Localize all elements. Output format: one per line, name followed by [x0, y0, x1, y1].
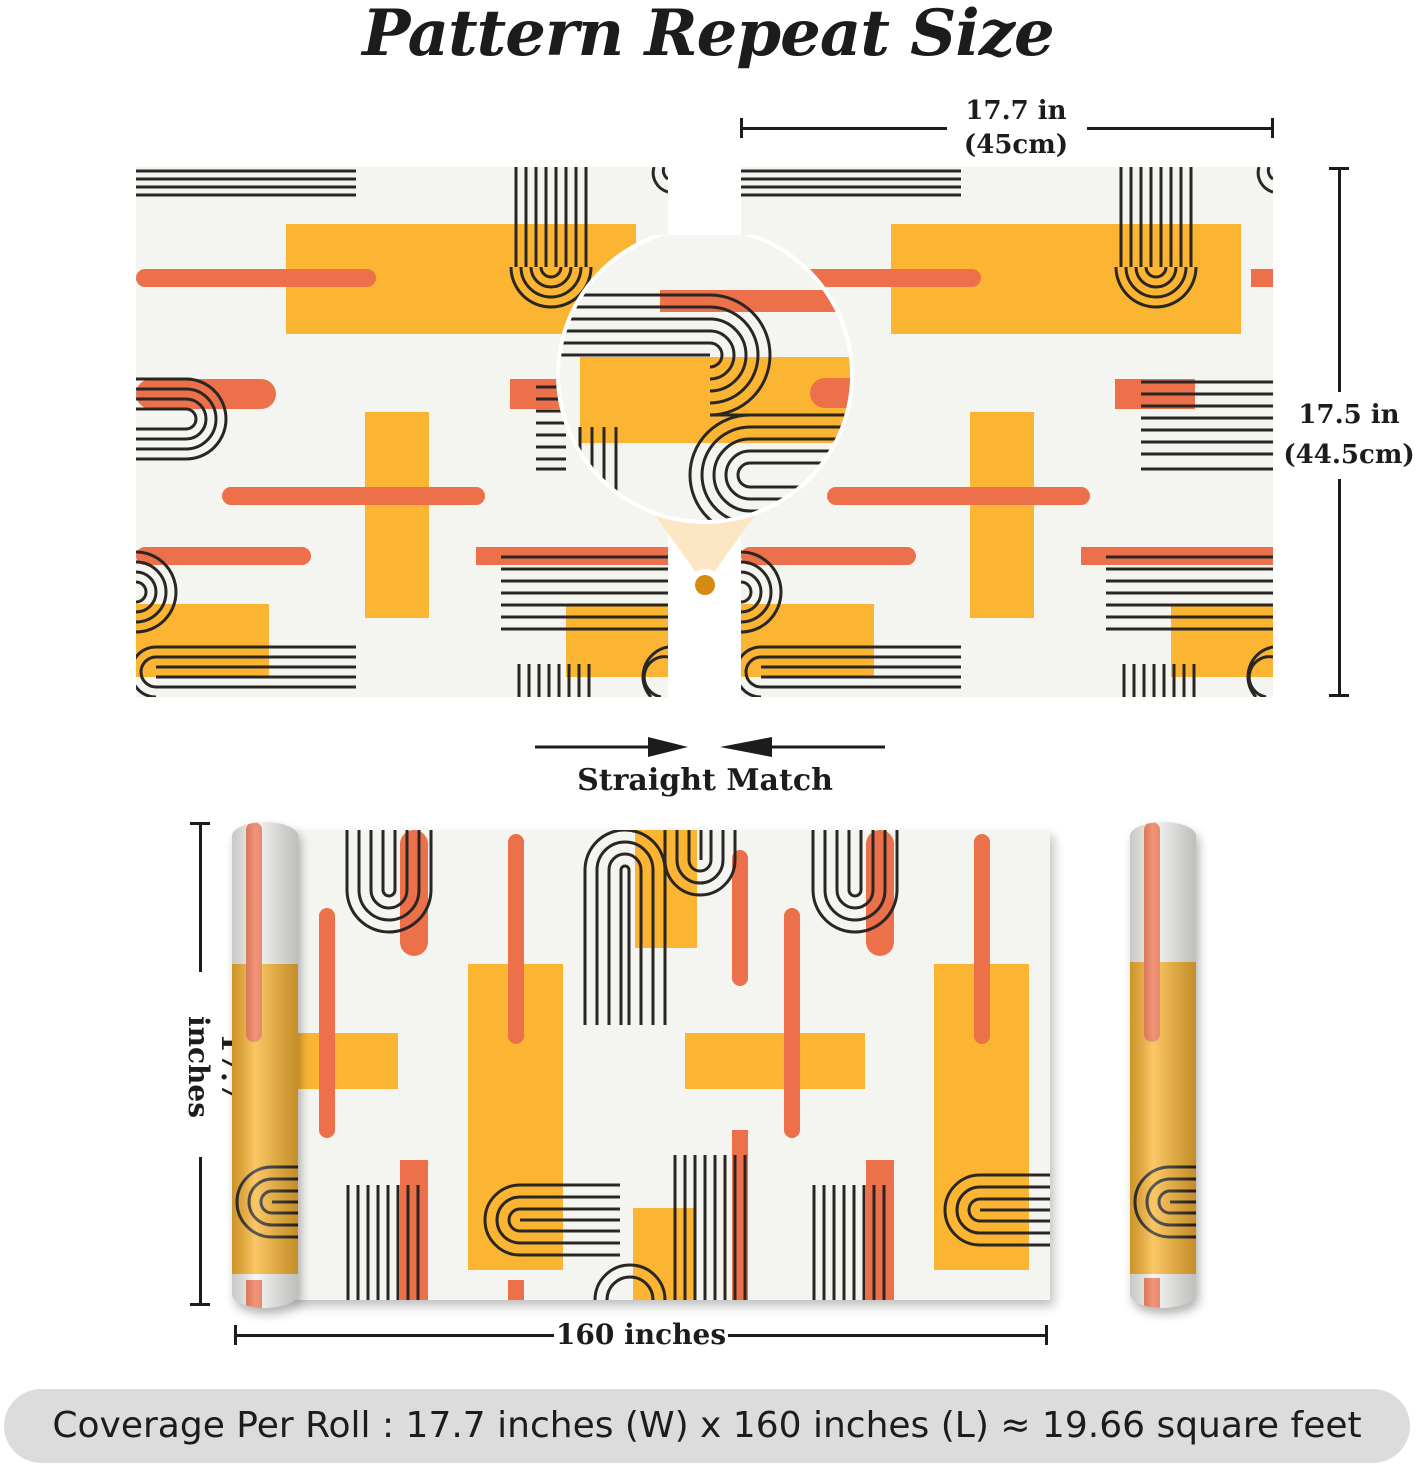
repeat-height-metric: (44.5cm)	[1283, 440, 1415, 470]
roll-height-dimension: 17.7 inches	[180, 822, 248, 1306]
roll-cylinder-right	[1130, 822, 1196, 1308]
wallpaper-unrolled	[290, 830, 1050, 1300]
repeat-width-dimension: 17.7 in (45cm)	[740, 92, 1276, 162]
straight-match-label: Straight Match	[577, 763, 833, 798]
repeat-width-metric: (45cm)	[963, 130, 1069, 160]
page-title: Pattern Repeat Size	[362, 0, 1055, 71]
roll-length-dimension: 160 inches	[234, 1318, 1050, 1354]
magnifier-callout	[550, 235, 860, 605]
repeat-height-label: 17.5 in	[1298, 400, 1400, 430]
pattern-panel-right	[741, 167, 1273, 697]
roll-length-label: 160 inches	[555, 1318, 727, 1351]
repeat-width-label: 17.7 in	[965, 96, 1067, 126]
coverage-banner: Coverage Per Roll : 17.7 inches (W) x 16…	[4, 1389, 1410, 1463]
straight-match-arrows	[530, 732, 890, 762]
roll-cylinder-left	[232, 822, 298, 1308]
repeat-height-dimension: 17.5 in (44.5cm)	[1282, 167, 1416, 699]
